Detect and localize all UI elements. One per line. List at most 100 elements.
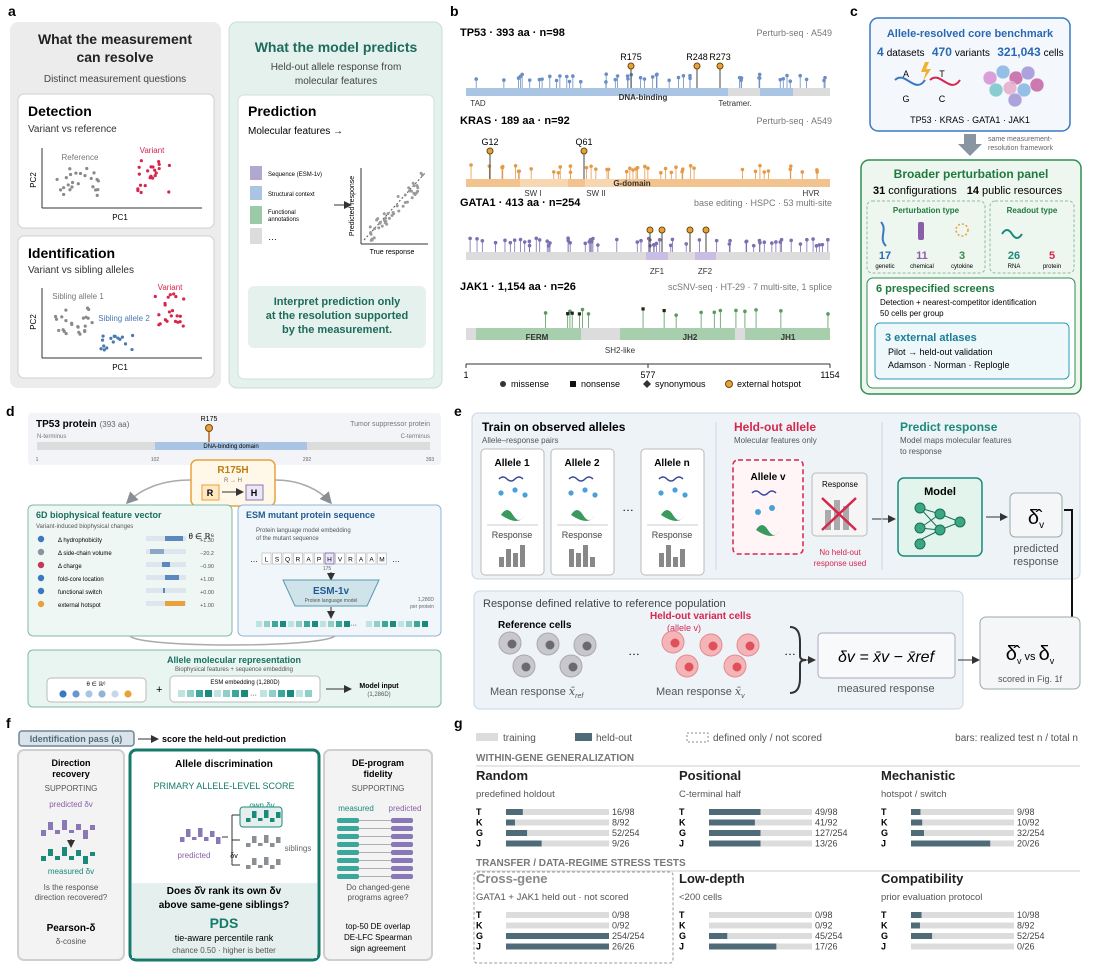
bio-row-icon <box>37 600 45 608</box>
prediction-dot <box>407 189 411 193</box>
ad-own-bar <box>270 818 275 822</box>
reference-dot <box>66 183 70 187</box>
d-tumor-label: Tumor suppressor protein <box>350 421 430 428</box>
domain-label: ZF2 <box>698 267 713 276</box>
g-row-value: 8/92 <box>1017 921 1035 931</box>
d-esm-sub-1: Protein language model embedding <box>256 528 351 534</box>
dir-meas-bar <box>90 852 95 856</box>
panel-letter-f: f <box>6 715 11 731</box>
cell-icon <box>1016 82 1032 98</box>
g-row-value: 254/254 <box>612 931 645 941</box>
prediction-dot <box>368 225 372 229</box>
pred-diagonal <box>363 171 427 241</box>
e-predict-title: Predict response <box>900 420 998 434</box>
seq-residue-box <box>282 552 293 565</box>
hotspot-head <box>686 226 694 234</box>
emb-ellipsis: ··· <box>350 622 357 629</box>
b-axis-label: 1 <box>463 370 468 380</box>
g-panel-title: Compatibility <box>881 871 964 886</box>
lollipop-head <box>697 238 702 242</box>
reference-cell-nucleus <box>568 662 578 672</box>
ad-pred-bar <box>216 837 221 844</box>
g-row-value: 10/98 <box>1017 910 1040 920</box>
emb-cell <box>272 621 278 627</box>
prediction-dot <box>407 186 411 190</box>
reference-dot <box>74 171 78 175</box>
ident-variant-dot <box>157 313 161 317</box>
f-ad-q-1: Does δ̂v rank its own δv <box>167 886 282 897</box>
lollipop-head <box>568 164 573 168</box>
allele-response-bar <box>499 557 504 567</box>
prediction-dot <box>416 189 420 193</box>
seq-residue-box <box>261 552 272 565</box>
lollipop-head <box>578 79 583 84</box>
bio-row-icon <box>37 535 45 543</box>
g-row-value: 0/98 <box>612 910 630 920</box>
de-measured-bar <box>337 874 359 879</box>
d-protein-title: TP53 protein(393 aa) <box>36 419 130 430</box>
f-de-measured: measured <box>338 804 374 813</box>
f-ad-siblings: siblings <box>285 844 312 853</box>
f-dir-box <box>17 749 125 961</box>
de-measured-bar <box>337 858 359 863</box>
g-row-track <box>911 819 1014 826</box>
hotspot-head <box>658 226 666 234</box>
lollipop-head <box>628 166 632 171</box>
emb-cell <box>288 621 294 627</box>
hotspot-head <box>716 62 724 70</box>
lollipop-head <box>589 164 593 169</box>
dir-pred-bar <box>48 822 53 830</box>
lollipop-head <box>584 165 589 170</box>
lollipop-head <box>744 239 749 244</box>
reference-dot <box>70 180 75 185</box>
f-ad-q-2: above same-gene siblings? <box>159 900 290 911</box>
lollipop-head <box>826 312 830 316</box>
sibling2-dot <box>130 347 134 352</box>
lollipop-head <box>757 76 761 80</box>
prediction-dot <box>376 217 380 221</box>
gene-domain <box>585 179 617 187</box>
de-measured-bar <box>337 818 359 823</box>
feature-label-1: Structural context <box>268 192 315 198</box>
allele-response-bar <box>659 553 664 567</box>
reference-dot <box>70 185 74 189</box>
lollipop-head <box>642 77 647 81</box>
lollipop-head <box>774 240 778 244</box>
g-row-track <box>506 819 609 826</box>
emb-cell <box>328 621 334 627</box>
lollipop-head <box>586 312 591 316</box>
seq-residue-box <box>377 552 387 565</box>
de-measured-bar <box>337 866 359 871</box>
interpret-3: by the measurement. <box>282 324 392 336</box>
g-row-key: J <box>679 839 684 849</box>
prediction-dot <box>382 212 386 216</box>
g-panel-sub: <200 cells <box>679 892 722 903</box>
g-row-key: G <box>679 931 686 941</box>
d-domain-label: DNA-binding domain <box>203 444 258 450</box>
rep-emb-cell <box>269 690 276 697</box>
g-row-key: J <box>679 942 684 952</box>
reference-cell-nucleus <box>507 639 517 649</box>
bio-row-track <box>146 549 186 554</box>
ident-variant-dot <box>158 322 162 326</box>
g-row-key: T <box>881 910 887 920</box>
d-esm-sub-2: of the mutant sequence <box>256 536 319 542</box>
allele-node-icon <box>582 487 588 493</box>
lollipop-head <box>668 243 673 248</box>
e-predict-sub-2: to response <box>900 447 942 456</box>
e-cells <box>498 630 760 678</box>
d-bio-title: 6D biophysical feature vector <box>36 510 162 520</box>
sibling2-dot <box>101 334 105 338</box>
g-row-key: J <box>476 839 481 849</box>
f-ad-bars <box>180 806 283 869</box>
dir-pred-bar <box>76 824 81 830</box>
nonsense-mark <box>577 312 582 316</box>
lollipop-head <box>512 238 517 242</box>
f-dir-role: SUPPORTING <box>45 784 98 793</box>
variant-dot <box>137 172 141 176</box>
ident-variant-dot <box>176 320 180 324</box>
f-dir-bars <box>41 820 95 864</box>
g-row-value: 17/26 <box>815 942 838 952</box>
seq-residue: A <box>359 557 364 564</box>
